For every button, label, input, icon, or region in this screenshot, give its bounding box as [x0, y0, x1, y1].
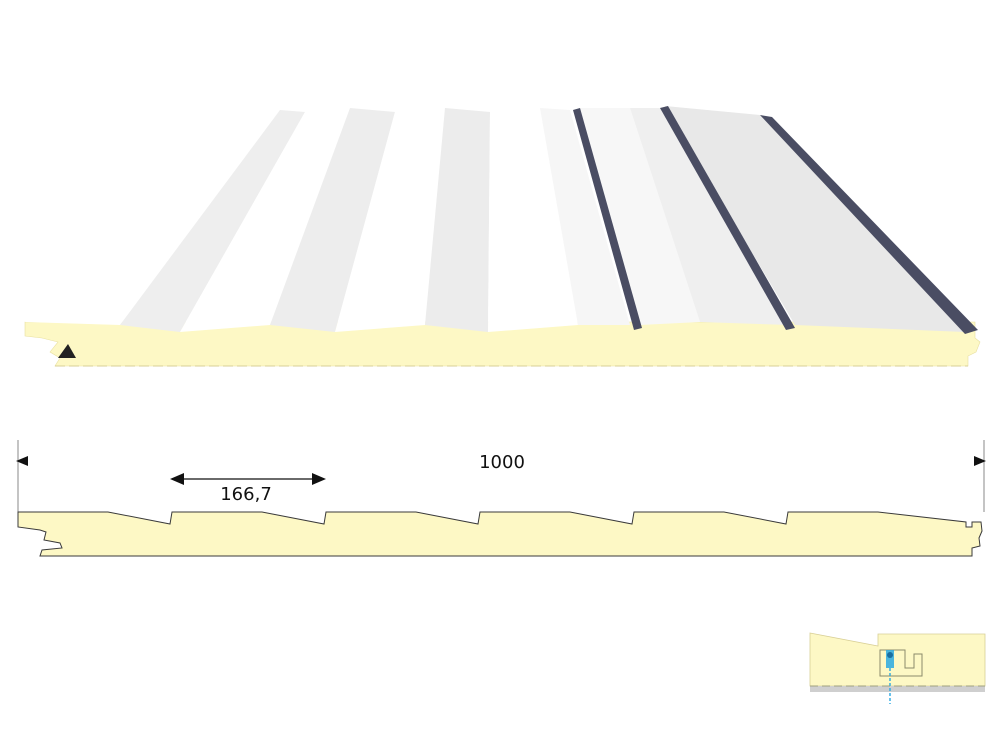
joint-detail-foam	[809, 632, 986, 687]
panel-3d-seam-3	[760, 115, 978, 334]
panel-3d-face-5	[580, 108, 700, 325]
joint-detail-groove	[879, 649, 923, 677]
joint-detail-inset	[809, 632, 986, 704]
panel-3d-face-3	[335, 108, 445, 332]
panel-3d-face-5b	[630, 108, 790, 325]
total-width-arrow-left-icon	[16, 456, 28, 466]
panel-3d-face-2b	[270, 108, 395, 332]
fastener-head-icon	[887, 652, 893, 658]
total-width-arrow-right-icon	[974, 456, 986, 466]
dimension-lines: 1000 166,7	[16, 440, 986, 512]
rib-spacing-arrow-left-icon	[170, 473, 184, 485]
total-width-label: 1000	[479, 452, 525, 473]
rib-spacing-label: 166,7	[220, 484, 272, 505]
panel-3d-view	[24, 106, 981, 367]
panel-3d-face-1	[25, 108, 280, 325]
cross-section-profile	[17, 511, 983, 557]
panel-3d-seam-1	[573, 108, 642, 330]
panel-3d-face-2	[180, 108, 350, 332]
panel-3d-face-1b	[120, 110, 305, 332]
panel-3d-face-3b	[425, 108, 490, 332]
fastener-icon	[886, 650, 894, 668]
rib-spacing-arrow-right-icon	[312, 473, 326, 485]
panel-3d-face-6	[665, 106, 965, 332]
joint-detail-base-plate	[810, 686, 985, 692]
panel-3d-tongue-shadow	[58, 344, 76, 358]
panel-3d-seam-2	[660, 106, 795, 330]
panel-3d-face-4b	[540, 108, 630, 325]
panel-3d-face-4	[488, 108, 578, 332]
panel-cross-section	[17, 511, 983, 557]
